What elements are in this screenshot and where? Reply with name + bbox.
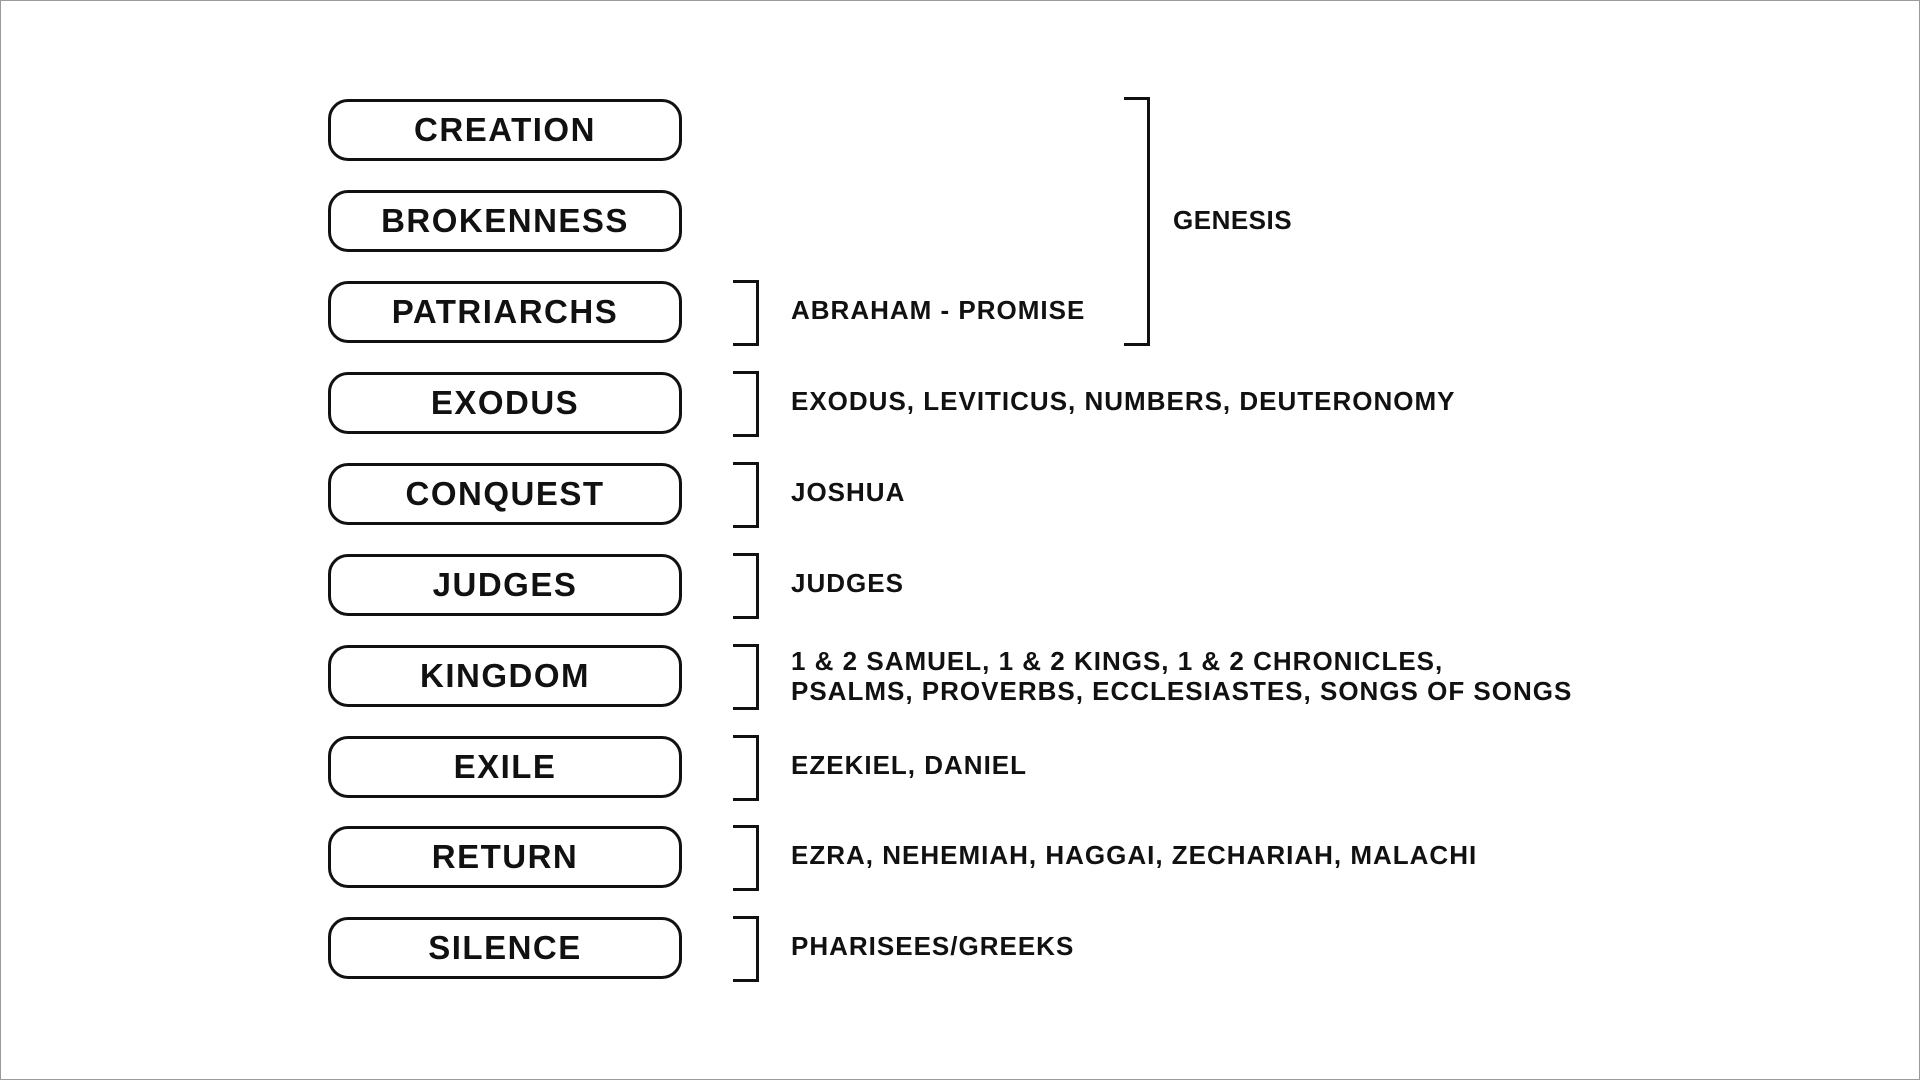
bracket-patriarchs xyxy=(733,280,759,346)
era-box-return: RETURN xyxy=(328,826,682,888)
era-box-exodus: EXODUS xyxy=(328,372,682,434)
era-box-brokenness: BROKENNESS xyxy=(328,190,682,252)
bracket-exile xyxy=(733,735,759,801)
era-box-exile: EXILE xyxy=(328,736,682,798)
books-return: EZRA, NEHEMIAH, HAGGAI, ZECHARIAH, MALAC… xyxy=(791,840,1478,870)
books-exodus: EXODUS, LEVITICUS, NUMBERS, DEUTERONOMY xyxy=(791,386,1456,416)
bracket-judges xyxy=(733,553,759,619)
books-kingdom-line-1: 1 & 2 SAMUEL, 1 & 2 KINGS, 1 & 2 CHRONIC… xyxy=(791,646,1444,676)
bracket-conquest xyxy=(733,462,759,528)
bracket-genesis xyxy=(1124,97,1150,346)
era-box-kingdom: KINGDOM xyxy=(328,645,682,707)
books-silence: PHARISEES/GREEKS xyxy=(791,931,1075,961)
era-box-patriarchs: PATRIARCHS xyxy=(328,281,682,343)
era-box-judges: JUDGES xyxy=(328,554,682,616)
era-box-silence: SILENCE xyxy=(328,917,682,979)
books-kingdom-line-2: PSALMS, PROVERBS, ECCLESIASTES, SONGS OF… xyxy=(791,676,1573,706)
bracket-silence xyxy=(733,916,759,982)
books-exile: EZEKIEL, DANIEL xyxy=(791,750,1028,780)
books-kingdom: 1 & 2 SAMUEL, 1 & 2 KINGS, 1 & 2 CHRONIC… xyxy=(791,646,1572,706)
era-box-conquest: CONQUEST xyxy=(328,463,682,525)
books-conquest: JOSHUA xyxy=(791,477,906,507)
bracket-exodus xyxy=(733,371,759,437)
books-judges: JUDGES xyxy=(791,568,904,598)
books-patriarchs: ABRAHAM - PROMISE xyxy=(791,295,1086,325)
bracket-kingdom xyxy=(733,644,759,710)
genesis-label: GENESIS xyxy=(1173,205,1293,235)
bracket-return xyxy=(733,825,759,891)
era-box-creation: CREATION xyxy=(328,99,682,161)
